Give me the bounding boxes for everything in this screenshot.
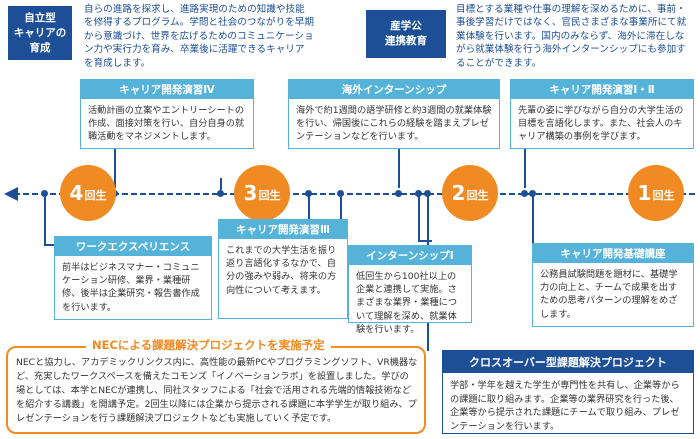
career-seminar-4-box: キャリア開発演習Ⅳ 活動計画の立案やエントリーシートの作成、面接対策を行い、自分… [80, 79, 254, 149]
box-body: 前半はビジネスマナー・コミュニケーション研修、業界・業種研修、後半は企業研究・報… [62, 262, 200, 313]
overseas-internship-box: 海外インターンシップ 海外で約1週間の語学研修と約3週間の就業体験を行い、帰国後… [288, 79, 500, 149]
timeline-dot [337, 190, 344, 197]
nec-project-panel: NECと協力し、アカデミックリンクス内に、高性能の最新PCやプログラミングソフト… [6, 346, 426, 434]
box-title: ワークエクスペリエンス [55, 237, 211, 256]
career-seminar-3-box: キャリア開発演習Ⅲ これまでの大学生活を振り返り言語化するなかで、自分の強みや弱… [218, 219, 348, 319]
box-title: キャリア開発演習Ⅳ [81, 80, 253, 99]
nec-project-body: NECと協力し、アカデミックリンクス内に、高性能の最新PCやプログラミングソフト… [16, 357, 418, 424]
box-body: これまでの大学生活を振り返り言語化するなかで、自分の強みや弱み、将来の方向性につ… [226, 245, 337, 296]
box-title: 海外インターンシップ [289, 80, 499, 99]
timeline-dot [529, 190, 536, 197]
box-body: 海外で約1週間の語学研修と約3週間の就業体験を行い、帰国後にこれらの経験を踏まえ… [296, 105, 492, 143]
box-body: 低回生から100社以上の企業と連携して実施。さまざまな業界・業種について理解を深… [356, 271, 458, 335]
box-title: キャリア開発演習Ⅰ・Ⅱ [511, 80, 693, 99]
crossover-project-title: クロスオーバー型課題解決プロジェクト [443, 351, 693, 373]
internship-1-box: インターンシップⅠ 低回生から100社以上の企業と連携して実施。さまざまな業界・… [348, 245, 472, 335]
nec-project-title: NECによる課題解決プロジェクトを実施予定 [86, 337, 331, 353]
tag-industry-academia: 産学公 連携教育 [366, 10, 446, 58]
box-title: キャリア開発基礎講座 [533, 244, 693, 263]
tag-autonomous-career: 自立型 キャリアの 育成 [8, 6, 72, 60]
industry-academia-text: 目標とする業種や仕事の理解を深めるために、事前・事後学習だけではなく、官民さまざ… [456, 4, 687, 69]
work-experience-box: ワークエクスペリエンス 前半はビジネスマナー・コミュニケーション研修、業界・業種… [54, 236, 212, 320]
timeline-dot [415, 190, 422, 197]
box-title: インターンシップⅠ [349, 246, 471, 265]
timeline-arrow [4, 187, 696, 201]
box-title: キャリア開発演習Ⅲ [219, 220, 347, 239]
box-body: 活動計画の立案やエントリーシートの作成、面接対策を行い、自分自身の就職活動をマネ… [88, 105, 245, 143]
box-body: 先輩の姿に学びながら自分の大学生活の目標を言語化します。また、社会人のキャリア構… [518, 105, 684, 143]
timeline-dot [521, 190, 528, 197]
career-basic-course-box: キャリア開発基礎講座 公務員試験問題を題材に、基礎学力の向上と、チームで成果を出… [532, 243, 694, 327]
timeline-dot [424, 190, 431, 197]
crossover-project-box: クロスオーバー型課題解決プロジェクト 学部・学年を越えた学生が専門性を共有し、企… [442, 350, 694, 434]
career-seminar-1-2-box: キャリア開発演習Ⅰ・Ⅱ 先輩の姿に学びながら自分の大学生活の目標を言語化します。… [510, 79, 694, 149]
box-body: 公務員試験問題を題材に、基礎学力の向上と、チームで成果を出すための思考パターンの… [540, 269, 678, 320]
timeline-dot [217, 190, 224, 197]
autonomous-career-text: 自らの進路を探求し、進路実現のための知識や技能を修得するプログラム。学問と社会の… [84, 4, 314, 69]
crossover-project-body: 学部・学年を越えた学生が専門性を共有し、企業等からの課題に取り組みます。企業等の… [450, 380, 680, 432]
timeline-dot [395, 190, 402, 197]
timeline-dot [305, 190, 312, 197]
timeline-dot [41, 190, 48, 197]
